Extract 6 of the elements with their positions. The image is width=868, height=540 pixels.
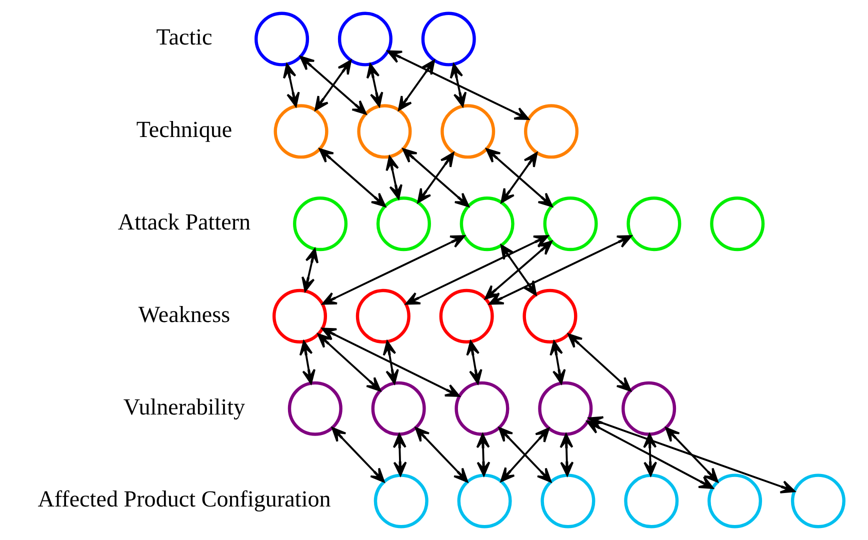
label: Vulnerability [122, 393, 245, 420]
label: Weakness [138, 300, 230, 327]
label: Tactic [156, 24, 212, 50]
label: Affected Product Configuration [37, 486, 330, 512]
label: Attack Pattern [117, 208, 250, 234]
label: Technique [136, 116, 232, 142]
